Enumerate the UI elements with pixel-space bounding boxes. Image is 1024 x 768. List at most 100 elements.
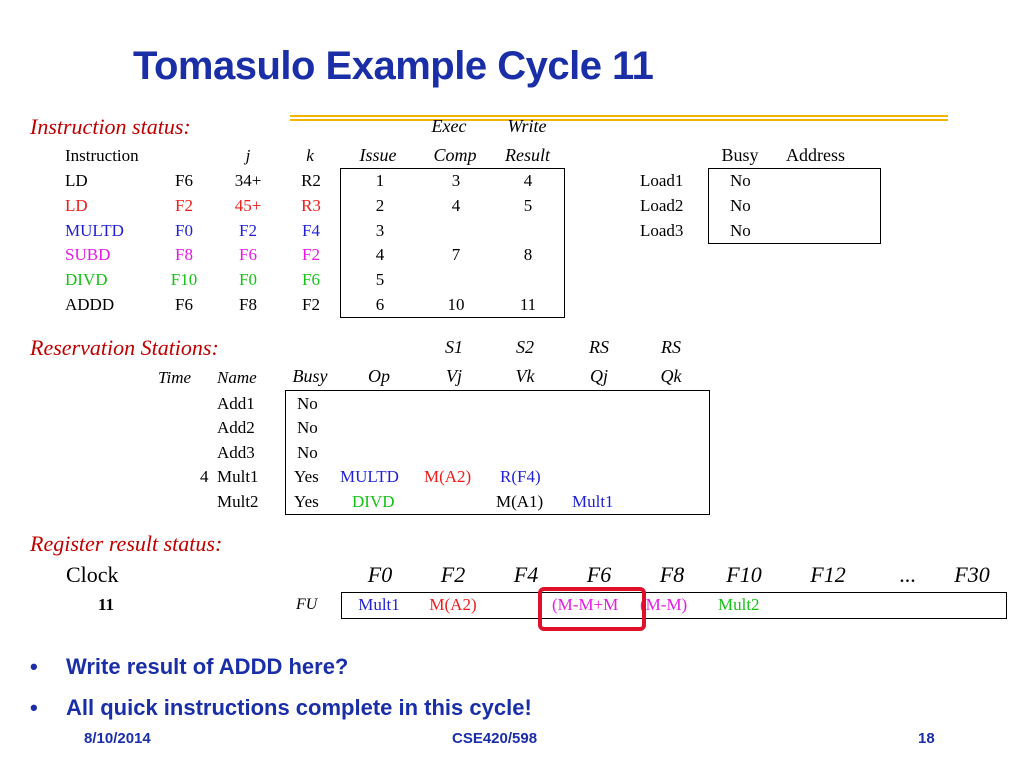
row-dst: F10 bbox=[170, 270, 198, 289]
row-issue: 6 bbox=[375, 295, 385, 314]
rs-name: Add1 bbox=[217, 394, 255, 413]
row-j: 45+ bbox=[234, 196, 262, 215]
register-status-heading: Register result status: bbox=[30, 531, 223, 556]
row-k: R2 bbox=[301, 171, 321, 190]
row-j: F0 bbox=[239, 270, 257, 289]
group-s1: S1 bbox=[445, 337, 463, 357]
row-issue: 2 bbox=[375, 196, 385, 215]
row-dst: F6 bbox=[175, 171, 193, 190]
footer-date: 8/10/2014 bbox=[84, 730, 151, 747]
reservation-stations-box bbox=[285, 390, 710, 515]
col-time: Time bbox=[158, 368, 192, 387]
row-j: 34+ bbox=[234, 171, 262, 190]
rs-name: Add3 bbox=[217, 443, 255, 462]
col-result: Result bbox=[505, 145, 550, 165]
slide-title: Tomasulo Example Cycle 11 bbox=[133, 44, 654, 88]
load-busy: No bbox=[730, 221, 751, 240]
load-busy: No bbox=[730, 171, 751, 190]
write-group-label: Write bbox=[507, 116, 547, 136]
reg-value: (M-M) bbox=[640, 595, 688, 614]
row-op: SUBD bbox=[65, 245, 111, 264]
reg-value: M(A2) bbox=[429, 595, 477, 614]
register-status-box bbox=[341, 592, 1007, 619]
load-name: Load2 bbox=[640, 196, 684, 215]
rs-vj: M(A2) bbox=[424, 467, 472, 486]
row-comp: 7 bbox=[451, 245, 461, 264]
fu-label: FU bbox=[296, 596, 318, 613]
instruction-status-heading: Instruction status: bbox=[30, 114, 191, 139]
col-busy: Busy bbox=[292, 366, 328, 386]
rs-time: 4 bbox=[200, 467, 209, 486]
reg-header: F12 bbox=[810, 562, 846, 587]
rs-vk: R(F4) bbox=[500, 467, 541, 486]
col-op: Op bbox=[368, 366, 390, 386]
row-result: 11 bbox=[519, 295, 537, 314]
rs-busy: No bbox=[297, 443, 318, 462]
rs-name: Mult2 bbox=[217, 492, 259, 511]
row-j: F8 bbox=[239, 295, 257, 314]
reg-header: F4 bbox=[513, 562, 539, 587]
row-issue: 5 bbox=[375, 270, 385, 289]
row-op: MULTD bbox=[65, 221, 124, 240]
reg-header: F0 bbox=[367, 562, 393, 587]
title-underline-top bbox=[290, 115, 948, 117]
clock-label: Clock bbox=[66, 562, 119, 587]
col-k: k bbox=[306, 146, 314, 165]
col-instruction: Instruction bbox=[65, 146, 139, 165]
rs-name: Add2 bbox=[217, 418, 255, 437]
reg-header: F6 bbox=[586, 562, 612, 587]
bullet-glyph: • bbox=[30, 695, 38, 720]
col-j: j bbox=[245, 146, 251, 165]
row-k: F4 bbox=[302, 221, 320, 240]
f6-highlight-box bbox=[538, 587, 646, 631]
rs-busy: No bbox=[297, 394, 318, 413]
row-result: 5 bbox=[523, 196, 533, 215]
rs-qj: Mult1 bbox=[572, 492, 614, 511]
reg-value: Mult2 bbox=[718, 595, 760, 614]
row-result: 4 bbox=[523, 171, 533, 190]
row-k: F6 bbox=[302, 270, 320, 289]
exec-group-label: Exec bbox=[431, 116, 467, 136]
reg-header: F30 bbox=[954, 562, 990, 587]
row-op: DIVD bbox=[65, 270, 108, 289]
rs-busy: Yes bbox=[294, 467, 319, 486]
row-result: 8 bbox=[523, 245, 533, 264]
row-dst: F0 bbox=[175, 221, 193, 240]
row-comp: 10 bbox=[447, 295, 465, 314]
reg-header: F10 bbox=[726, 562, 762, 587]
row-dst: F2 bbox=[175, 196, 193, 215]
reg-header: F2 bbox=[440, 562, 466, 587]
row-comp: 4 bbox=[451, 196, 461, 215]
rs-busy: Yes bbox=[294, 492, 319, 511]
col-address: Address bbox=[786, 145, 845, 165]
col-vk: Vk bbox=[515, 366, 535, 386]
col-qj: Qj bbox=[590, 366, 608, 386]
load-name: Load3 bbox=[640, 221, 684, 240]
load-buffers-box bbox=[708, 168, 881, 244]
row-op: LD bbox=[65, 171, 88, 190]
row-j: F2 bbox=[239, 221, 257, 240]
row-j: F6 bbox=[239, 245, 257, 264]
rs-op: DIVD bbox=[352, 492, 395, 511]
title-underline-bottom bbox=[290, 119, 948, 121]
col-comp: Comp bbox=[433, 145, 477, 165]
row-comp: 3 bbox=[451, 171, 461, 190]
row-issue: 1 bbox=[375, 171, 385, 190]
row-issue: 3 bbox=[375, 221, 385, 240]
col-name: Name bbox=[217, 368, 257, 387]
row-k: F2 bbox=[302, 295, 320, 314]
group-s2: S2 bbox=[516, 337, 534, 357]
row-op: ADDD bbox=[65, 295, 115, 314]
row-issue: 4 bbox=[375, 245, 385, 264]
load-name: Load1 bbox=[640, 171, 684, 190]
footer-page-number: 18 bbox=[918, 730, 935, 747]
row-dst: F6 bbox=[175, 295, 193, 314]
rs-busy: No bbox=[297, 418, 318, 437]
instruction-status-box bbox=[340, 168, 565, 318]
group-rs2: RS bbox=[661, 337, 681, 357]
rs-name: Mult1 bbox=[217, 467, 259, 486]
bullet-item: Write result of ADDD here? bbox=[66, 654, 349, 679]
reg-header: ... bbox=[899, 562, 917, 587]
row-k: F2 bbox=[302, 245, 320, 264]
footer-course: CSE420/598 bbox=[452, 730, 538, 747]
